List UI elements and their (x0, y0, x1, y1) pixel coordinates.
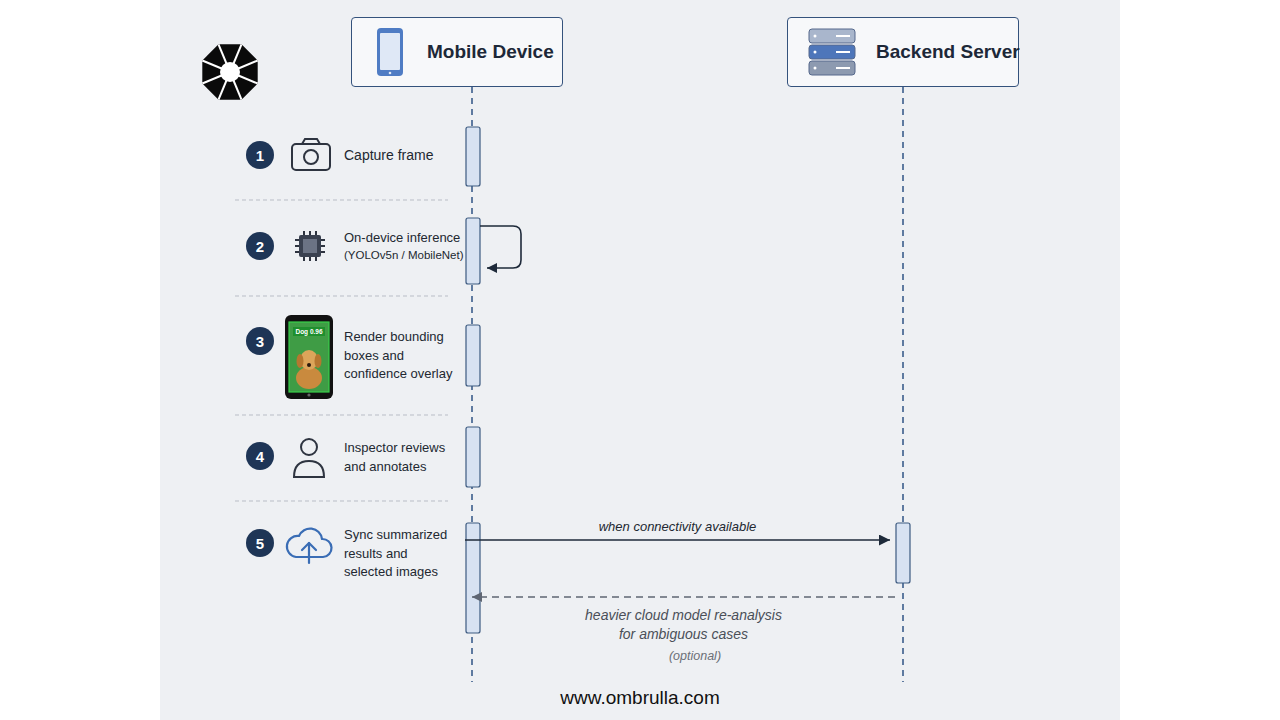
step-label: Capture frame (344, 146, 474, 164)
callout-number: 5 (256, 536, 264, 551)
circle-outline (246, 529, 274, 557)
logo-spokes (202, 44, 257, 99)
panel-background (160, 0, 1120, 720)
step-label: Sync summarized results and selected ima… (344, 526, 459, 582)
cloud-upload-icon (287, 529, 332, 563)
circle-outline (246, 327, 274, 355)
step-label: Dog 0.96 (293, 327, 325, 336)
participant-box: Backend Server (787, 17, 1019, 87)
activation-bar (466, 325, 480, 386)
camera-icon (292, 139, 330, 170)
step-label: (YOLOv5n / MobileNet) (344, 247, 494, 263)
step-number-circle: 5 (246, 529, 274, 557)
activation-bars (466, 127, 910, 633)
lifelines (472, 87, 903, 682)
activation-bar (466, 427, 480, 487)
callout-number: 1 (256, 148, 264, 163)
participant-name: Mobile Device (427, 41, 554, 63)
watermark: www.ombrulla.com (440, 686, 840, 710)
logo (202, 44, 257, 99)
message-arrow (472, 596, 895, 597)
step-separators (235, 200, 448, 501)
edge-layer (465, 540, 895, 597)
step-number-circle: 3 (246, 327, 274, 355)
step-number-circle: 4 (246, 442, 274, 470)
circle-outline (246, 442, 274, 470)
participant-name: Backend Server (876, 41, 1020, 63)
message-arrow (465, 539, 890, 541)
chip-icon (295, 231, 325, 261)
circle-outline (246, 141, 274, 169)
phone-illustration (285, 315, 333, 399)
activation-bar (466, 218, 480, 284)
callout-number: 4 (256, 449, 264, 464)
self-call-arrow (480, 226, 521, 268)
step-number-circle: 2 (246, 232, 274, 260)
callout-number: 3 (256, 334, 264, 349)
activation-bar (466, 127, 480, 186)
activation-bar (466, 523, 480, 633)
phone-icon (377, 28, 403, 76)
circle-outline (246, 232, 274, 260)
step-number-circle: 1 (246, 141, 274, 169)
callout-number: 2 (256, 239, 264, 254)
step-label: On-device inference (344, 229, 494, 246)
logo-shape (202, 44, 257, 99)
logo-center (220, 62, 240, 82)
participant-box: Mobile Device (351, 17, 563, 87)
activation-bar (896, 523, 910, 583)
person-icon (294, 439, 324, 477)
step-label: (optional) (645, 648, 745, 664)
message-label: heavier cloud model re-analysis for ambi… (576, 606, 791, 644)
step-label: Inspector reviews and annotates (344, 439, 459, 476)
message-label: when connectivity available (538, 518, 818, 535)
step-label: Render bounding boxes and confidence ove… (344, 328, 459, 384)
server-icon (809, 29, 855, 75)
lifeline (902, 87, 904, 682)
